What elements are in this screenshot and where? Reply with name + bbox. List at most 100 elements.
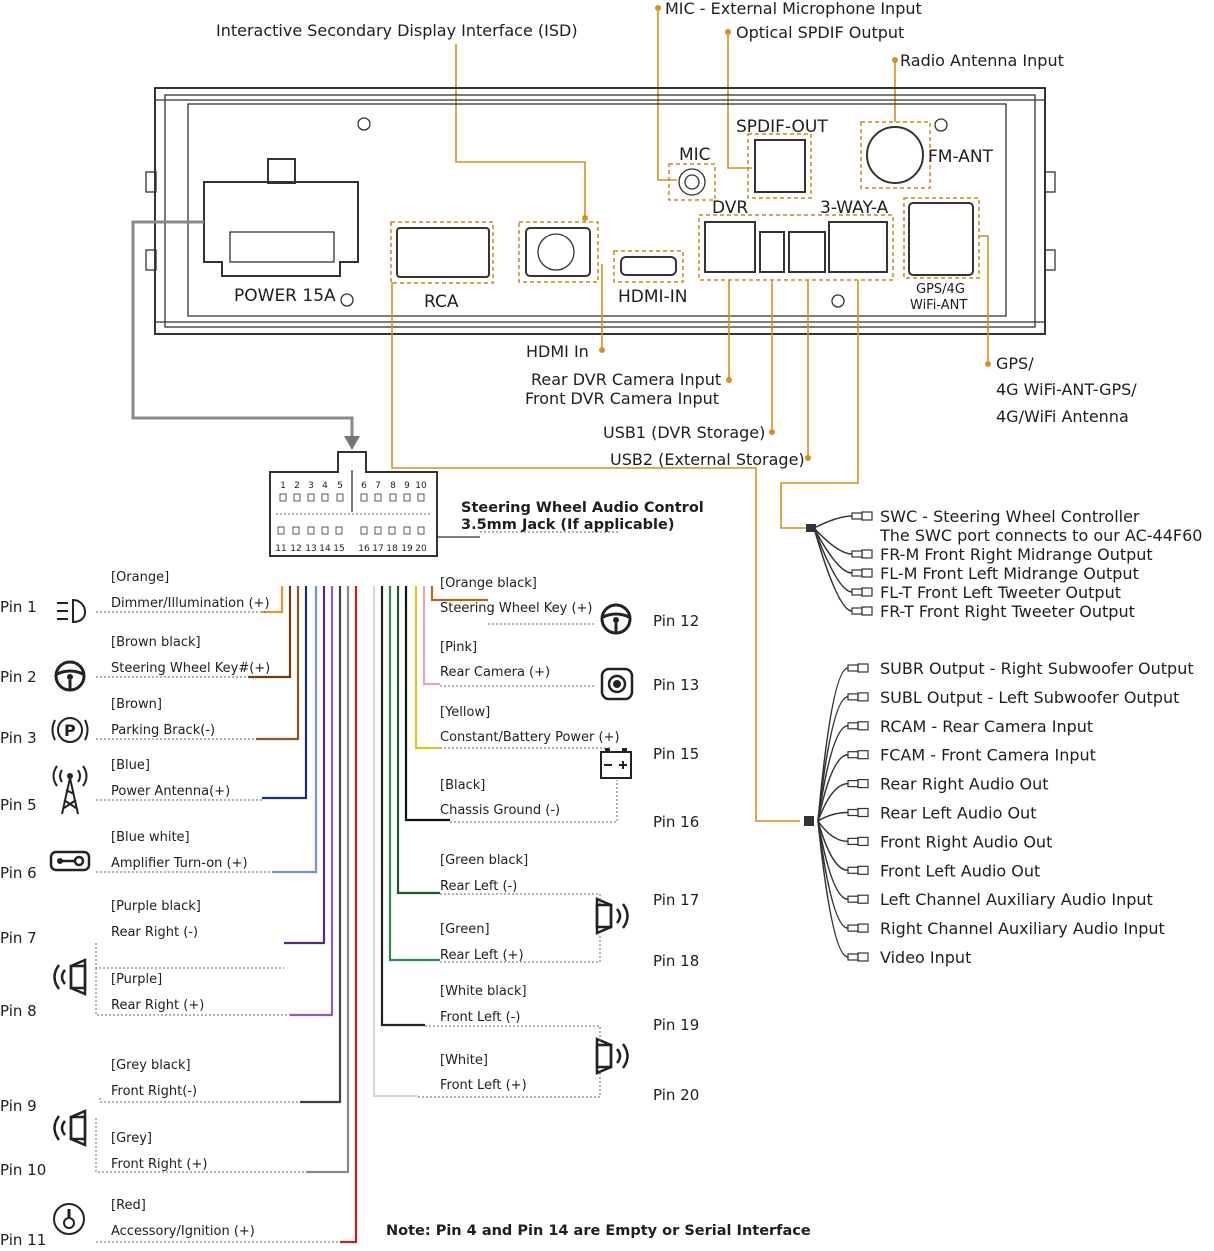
wire-color-label: [Pink]	[440, 640, 477, 655]
wire-pin-2	[248, 586, 292, 679]
rca-plug	[851, 569, 863, 577]
rca-plug	[847, 808, 859, 817]
rca-plug	[847, 924, 859, 932]
head-unit-rear-panel: SPDIF-OUT MIC FM-ANT DVR 3-WAY-A POWER 1…	[145, 87, 1056, 335]
wire-function-label: Power Antenna(+)	[111, 784, 230, 799]
wire-pin-19	[380, 586, 425, 1027]
harness-wire	[817, 820, 849, 872]
connector-pin-slot	[388, 526, 396, 535]
wire-function-label: Amplifier Turn-on (+)	[111, 856, 248, 871]
connector-pin-slot	[279, 493, 287, 502]
swc-jack-label-1: Steering Wheel Audio Control	[461, 500, 704, 516]
pin-label: Pin 5	[0, 796, 37, 814]
connector-pin-number: 3	[308, 481, 314, 491]
rca-plug-tip	[857, 778, 869, 789]
rca-plug	[847, 953, 859, 961]
wire-color-label: [Black]	[440, 778, 485, 793]
pin-label: Pin 9	[0, 1097, 37, 1115]
harness-wire	[813, 527, 853, 612]
fm-ant-port-label: FM-ANT	[928, 147, 994, 167]
rca-output-label: Front Right Audio Out	[880, 832, 1052, 851]
top-leader-lines	[455, 5, 898, 221]
pin-label: Pin 10	[0, 1161, 46, 1179]
harness-wire	[817, 725, 849, 822]
wire-pin-7	[284, 586, 326, 945]
harness-junction	[806, 524, 816, 532]
connector-pin-number: 4	[322, 481, 328, 491]
connector-pin-number: 10	[415, 481, 427, 491]
wire-function-label: Steering Wheel Key#(+)	[111, 661, 270, 676]
wire-function-label: Dimmer/Illumination (+)	[111, 596, 270, 611]
rca-output-label: FCAM - Front Camera Input	[880, 746, 1096, 765]
wire-function-label: Chassis Ground (-)	[440, 803, 560, 818]
connector-pin-slot	[277, 526, 285, 535]
wire-pin-17	[396, 586, 440, 895]
wire-pin-1	[262, 586, 284, 614]
pin-label: Pin 7	[0, 929, 37, 947]
wire-color-label: [Yellow]	[440, 705, 490, 720]
wire-pin-15	[414, 586, 440, 750]
harness-junction	[804, 816, 814, 826]
connector-pin-number: 1	[280, 481, 286, 491]
speaker-icon	[595, 897, 629, 935]
rca-plug-tip	[857, 807, 869, 818]
connector-pin-number: 19	[401, 544, 413, 554]
wifi-port-label: WiFi-ANT	[910, 298, 967, 313]
rca-plug-tip	[857, 894, 869, 904]
pin-label: Pin 16	[653, 813, 699, 831]
spdif-out-port-label: SPDIF-OUT	[736, 117, 828, 137]
pin-label: Pin 15	[653, 745, 699, 763]
connector-pin-slot	[360, 526, 368, 535]
headlight-icon	[57, 598, 86, 624]
pin-label: Pin 18	[653, 952, 699, 970]
wire-function-label: Front Right(-)	[111, 1084, 197, 1099]
rca-plug	[847, 722, 859, 730]
rca-plug	[847, 751, 859, 759]
connector-pin-number: 20	[415, 544, 427, 554]
right-pin-labels: [Orange black] Steering Wheel Key (+) Pi…	[440, 576, 699, 1104]
antenna-icon	[52, 765, 88, 815]
pin-label: Pin 3	[0, 729, 37, 747]
wire-color-label: [Blue white]	[111, 830, 190, 845]
wire-pin-16	[404, 586, 450, 822]
rca-output-label: Front Left Audio Out	[880, 861, 1040, 880]
harness-wire	[813, 527, 853, 593]
rca-output-label: Left Channel Auxiliary Audio Input	[880, 890, 1153, 909]
wire-function-label: Front Right (+)	[111, 1157, 207, 1172]
wire-color-label: [Orange black]	[440, 576, 537, 591]
rca-plug-tip	[857, 750, 869, 760]
rca-plug	[847, 779, 859, 788]
rca-plug	[851, 550, 863, 558]
pin-label: Pin 20	[653, 1086, 699, 1104]
wire-color-label: [Brown]	[111, 697, 162, 712]
connector-pin-number: 8	[390, 481, 396, 491]
wire-pin-5	[262, 586, 308, 800]
mic-port-label: MIC	[679, 145, 711, 165]
rca-plug-tip	[857, 836, 869, 847]
gps-port-label: GPS/4G	[916, 282, 965, 297]
wire-function-label: Rear Camera (+)	[440, 665, 550, 680]
rca-plug	[851, 588, 863, 596]
svg-text:P: P	[64, 721, 76, 740]
rca-plug-tip	[861, 606, 873, 616]
connector-pin-slot	[389, 493, 397, 502]
pin-label: Pin 12	[653, 612, 699, 630]
amplifier-icon	[49, 850, 91, 872]
wire-function-label: Rear Right (-)	[111, 925, 198, 940]
ignition-icon	[53, 1203, 85, 1235]
wire-color-label: [Grey]	[111, 1131, 152, 1146]
gps-callout-line1: GPS/	[996, 354, 1034, 373]
harness-wire	[817, 667, 849, 822]
connector-pin-slot	[293, 493, 301, 502]
hdmi-in-callout: HDMI In	[526, 342, 589, 361]
rca-plug-tip	[861, 568, 873, 578]
rca-output-label: RCAM - Rear Camera Input	[880, 717, 1093, 736]
wire-pin-12	[430, 586, 488, 602]
pin-label: Pin 17	[653, 891, 699, 909]
wire-function-label: Front Left (+)	[440, 1078, 527, 1093]
rca-plug	[847, 664, 859, 672]
harness-wire	[817, 696, 849, 822]
connector-pin-number: 2	[294, 481, 300, 491]
rca-plug	[847, 866, 859, 874]
